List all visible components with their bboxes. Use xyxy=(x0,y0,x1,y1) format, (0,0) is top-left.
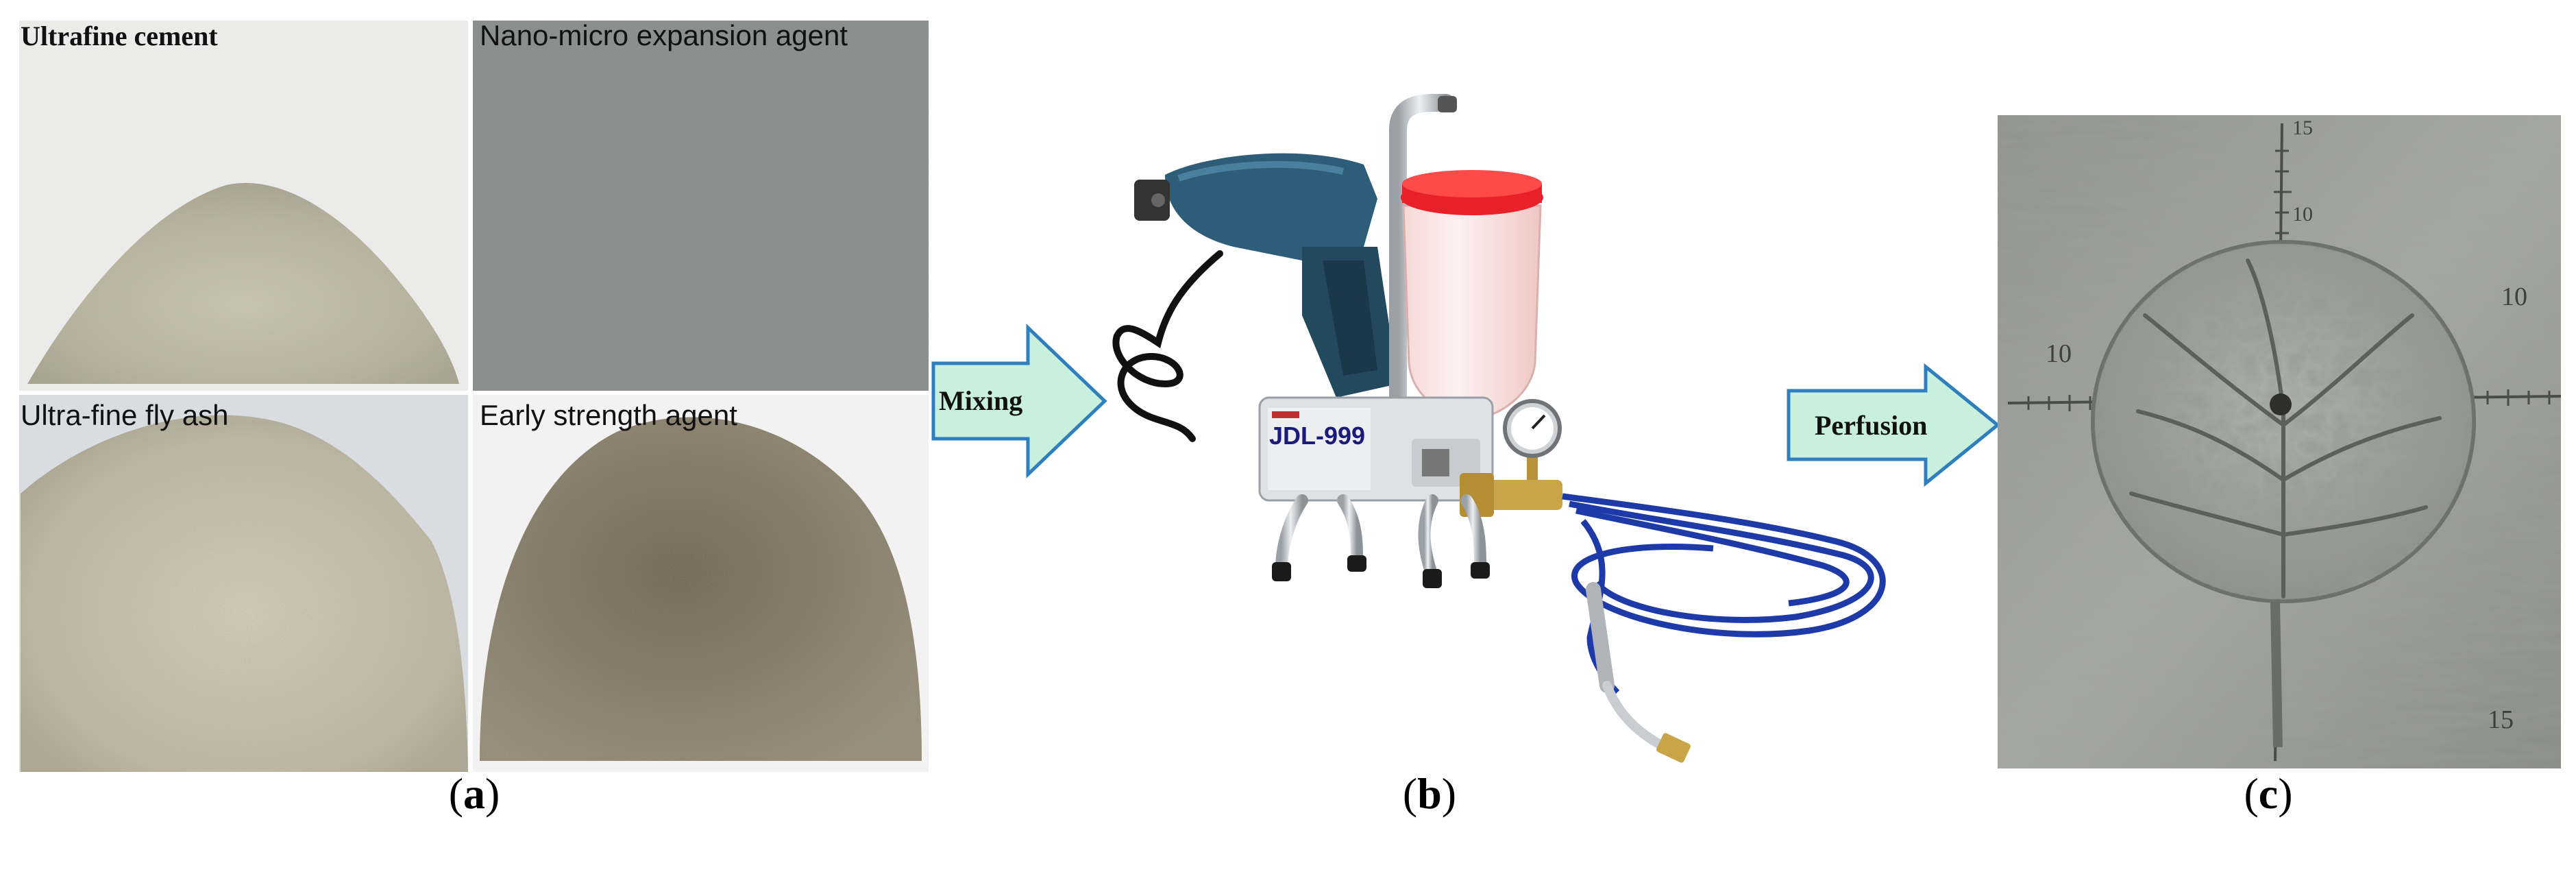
photo-early-strength-agent xyxy=(473,395,929,772)
ruler-label-upper: 10 xyxy=(2292,203,2313,226)
caption-b-letter: b xyxy=(1417,769,1442,818)
arrow-perfusion: Perfusion xyxy=(1787,363,2000,487)
ruler-labels: 15 10 10 10 15 xyxy=(2046,117,2527,734)
panel-a-powders: Ultrafine cement Nano-micro expansion ag… xyxy=(19,19,929,772)
leg-feet xyxy=(1272,555,1490,588)
caption-a: (a) xyxy=(448,769,500,818)
label-nano-micro-expansion-agent: Nano-micro expansion agent xyxy=(480,19,848,51)
panel-c-grouted-specimen: 15 10 10 10 15 xyxy=(1998,115,2562,768)
photo-nano-micro-expansion-agent xyxy=(473,21,929,391)
ruler-ticks-vertical xyxy=(2274,149,2292,234)
caption-a-letter: a xyxy=(463,769,485,818)
arrow-perfusion-label: Perfusion xyxy=(1815,410,1927,441)
ruler-label-left: 10 xyxy=(2046,339,2072,368)
injection-hole xyxy=(2270,393,2292,415)
caption-c: (c) xyxy=(2244,769,2293,818)
grout-stem xyxy=(2270,601,2283,748)
ruler-label-right: 10 xyxy=(2501,282,2527,311)
caption-b: (b) xyxy=(1402,769,1457,818)
caption-c-letter: c xyxy=(2258,769,2279,818)
photo-ultra-fine-fly-ash xyxy=(19,395,468,772)
injection-nozzle xyxy=(1586,582,1691,763)
arrow-mixing: Mixing xyxy=(931,324,1107,478)
handle-bar xyxy=(1389,94,1457,434)
pump-body: JDL-999 xyxy=(1258,396,1494,502)
pressure-gauge xyxy=(1503,399,1562,495)
photo-ultrafine-cement xyxy=(19,21,468,391)
machine-legs xyxy=(1275,494,1486,582)
grout-diffusion-area xyxy=(2091,240,2476,748)
ruler-label-top: 15 xyxy=(2292,117,2313,139)
machine-model-label: JDL-999 xyxy=(1269,422,1365,450)
material-cup xyxy=(1401,170,1543,440)
injection-hose xyxy=(1562,493,1886,695)
electric-drill xyxy=(1134,153,1398,398)
label-ultra-fine-fly-ash: Ultra-fine fly ash xyxy=(21,399,228,431)
ruler-label-bottom: 15 xyxy=(2488,705,2514,734)
label-ultrafine-cement: Ultrafine cement xyxy=(21,21,218,51)
panel-b-grouting-machine: JDL-999 xyxy=(1112,94,1886,763)
arrow-mixing-label: Mixing xyxy=(939,385,1022,416)
label-early-strength-agent: Early strength agent xyxy=(480,399,737,431)
power-cord xyxy=(1112,250,1223,442)
